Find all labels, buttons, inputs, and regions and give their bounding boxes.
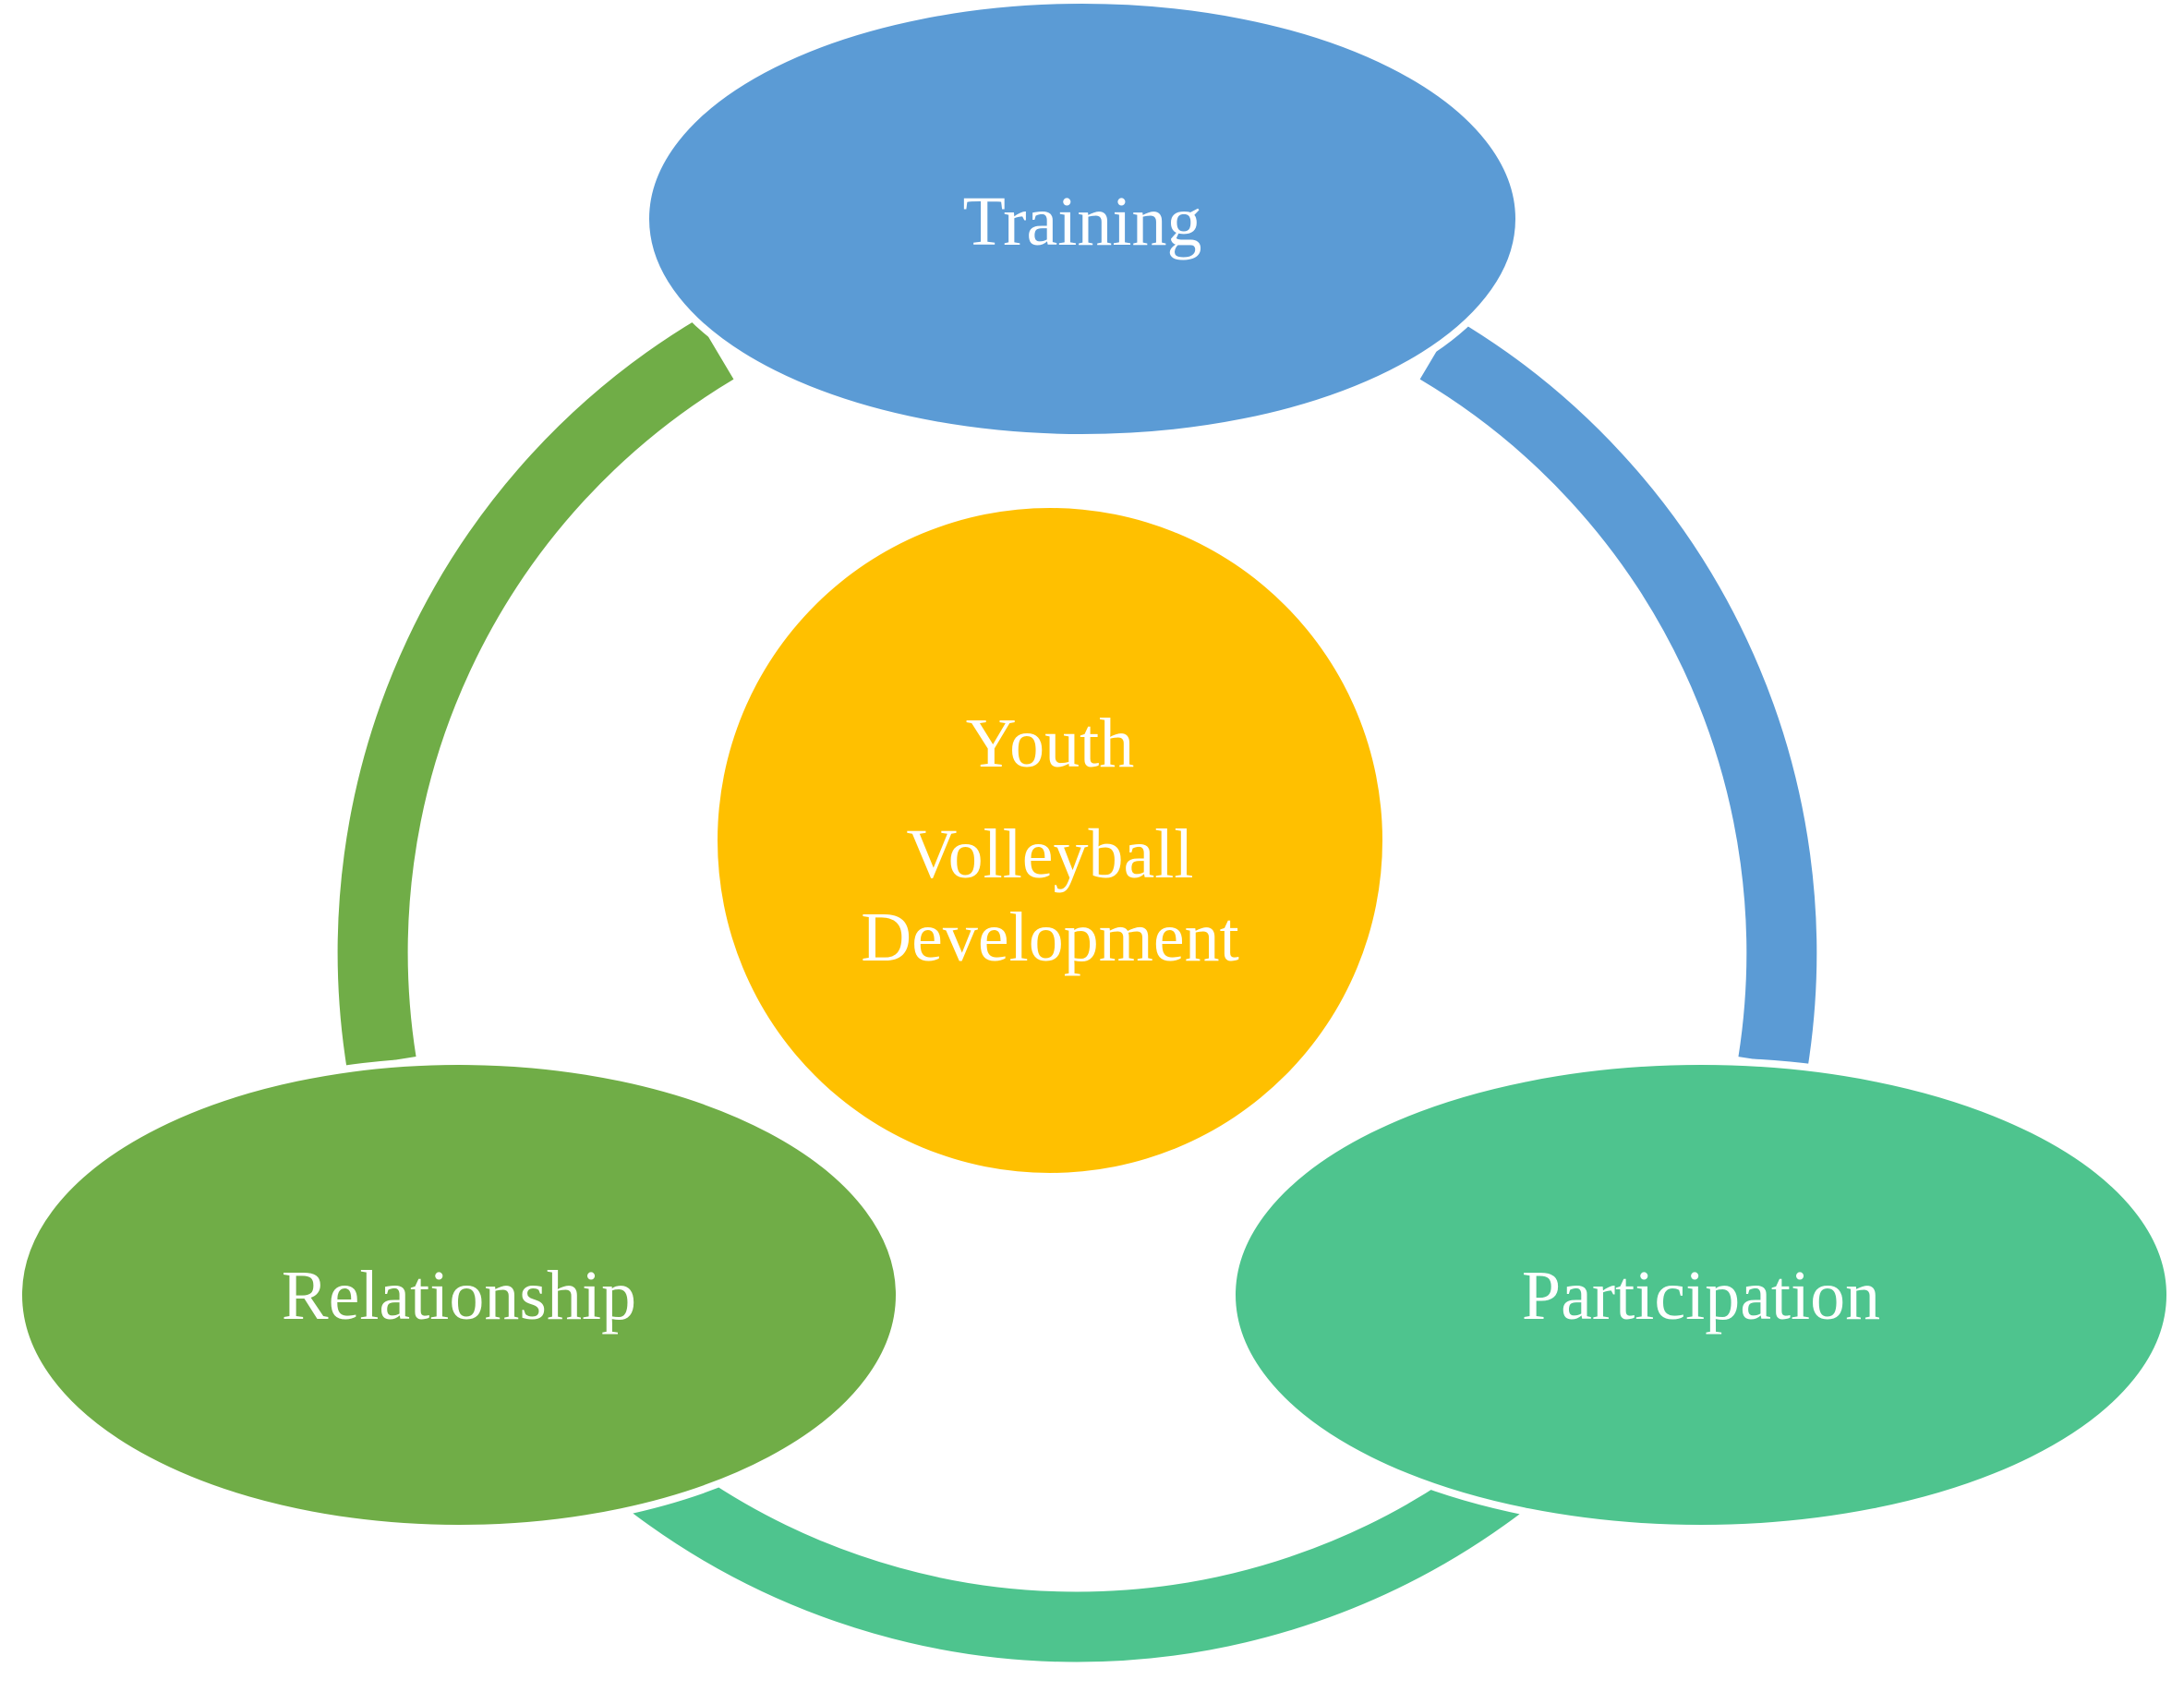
center-label-line-3: Development: [861, 899, 1238, 976]
arc-training-to-participation: [1419, 319, 1817, 1068]
center-circle: [718, 508, 1382, 1173]
node-relationship: Relationship: [15, 1057, 903, 1532]
center-label-line-2: Volleyball: [906, 816, 1193, 893]
node-training: Training: [642, 0, 1523, 441]
center-node: Youth Volleyball Development: [718, 508, 1382, 1173]
center-label-line-1: Youth: [966, 705, 1134, 782]
training-label: Training: [962, 183, 1201, 260]
training-ellipse: [642, 0, 1523, 441]
arc-relationship-to-training: [337, 319, 734, 1068]
relationship-label: Relationship: [282, 1257, 636, 1335]
participation-ellipse: [1228, 1057, 2174, 1532]
arc-participation-to-relationship: [633, 1456, 1521, 1662]
relationship-ellipse: [15, 1057, 903, 1532]
node-participation: Participation: [1228, 1057, 2174, 1532]
participation-label: Participation: [1522, 1257, 1880, 1335]
